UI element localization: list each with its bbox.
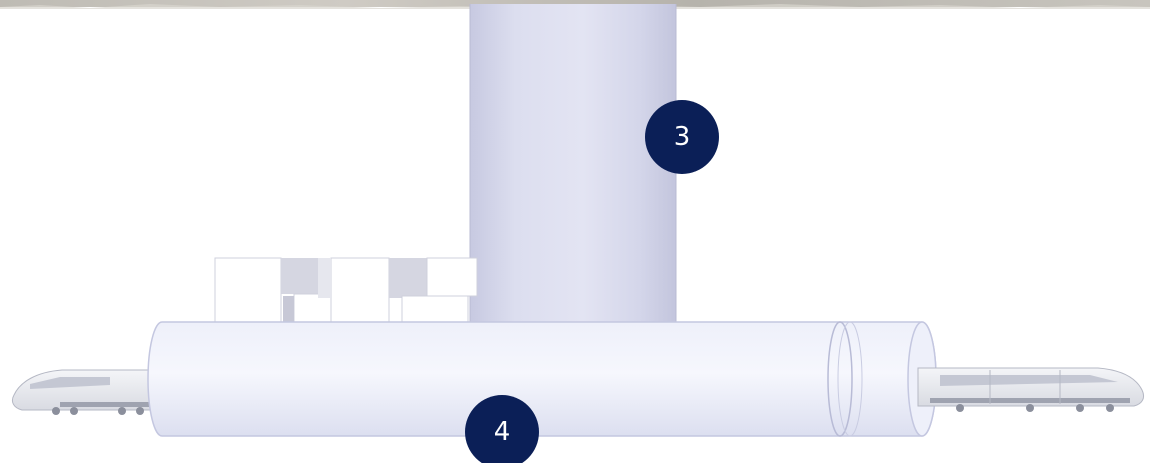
train-left (12, 370, 150, 415)
horizontal-tunnel (148, 322, 936, 436)
vertical-shaft (470, 4, 676, 328)
train-right (918, 368, 1144, 412)
marker-4-label: 4 (494, 419, 511, 445)
surface-buildings (215, 258, 477, 330)
marker-3: 3 (645, 100, 719, 174)
marker-4: 4 (465, 395, 539, 463)
marker-3-label: 3 (674, 124, 691, 150)
